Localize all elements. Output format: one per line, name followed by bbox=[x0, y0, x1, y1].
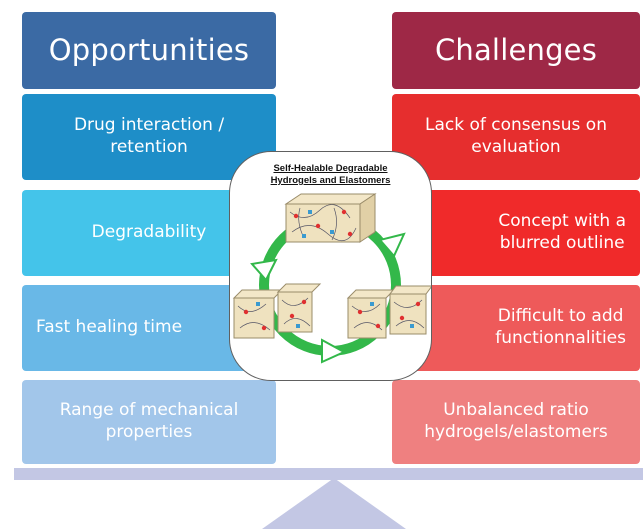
cycle-arrow-bottom bbox=[321, 338, 347, 364]
healing-cycle-diagram bbox=[232, 193, 431, 364]
challenge-lack-of-consensus: Lack of consensus on evaluation bbox=[392, 94, 640, 180]
opportunities-header: Opportunities bbox=[22, 12, 276, 89]
challenge-unbalanced-ratio: Unbalanced ratio hydrogels/elastomers bbox=[392, 380, 640, 464]
center-illustration: Self-Healable Degradable Hydrogels and E… bbox=[229, 151, 432, 381]
opportunity-mechanical-properties: Range of mechanical properties bbox=[22, 380, 276, 464]
cycle-arrow-left bbox=[250, 258, 278, 282]
hydrogel-block-left-cut bbox=[232, 283, 322, 339]
opportunity-drug-interaction: Drug interaction / retention bbox=[22, 94, 276, 180]
cycle-arrow-right bbox=[378, 232, 406, 258]
balance-beam bbox=[14, 468, 643, 480]
hydrogel-block-right-cut bbox=[346, 285, 431, 339]
challenges-header: Challenges bbox=[392, 12, 640, 89]
challenge-blurred-concept: Concept with a blurred outline bbox=[392, 190, 640, 276]
center-title: Self-Healable Degradable Hydrogels and E… bbox=[270, 163, 391, 186]
hydrogel-block-top bbox=[284, 193, 377, 243]
challenge-functionalities: Difficult to add functionnalities bbox=[392, 285, 640, 371]
